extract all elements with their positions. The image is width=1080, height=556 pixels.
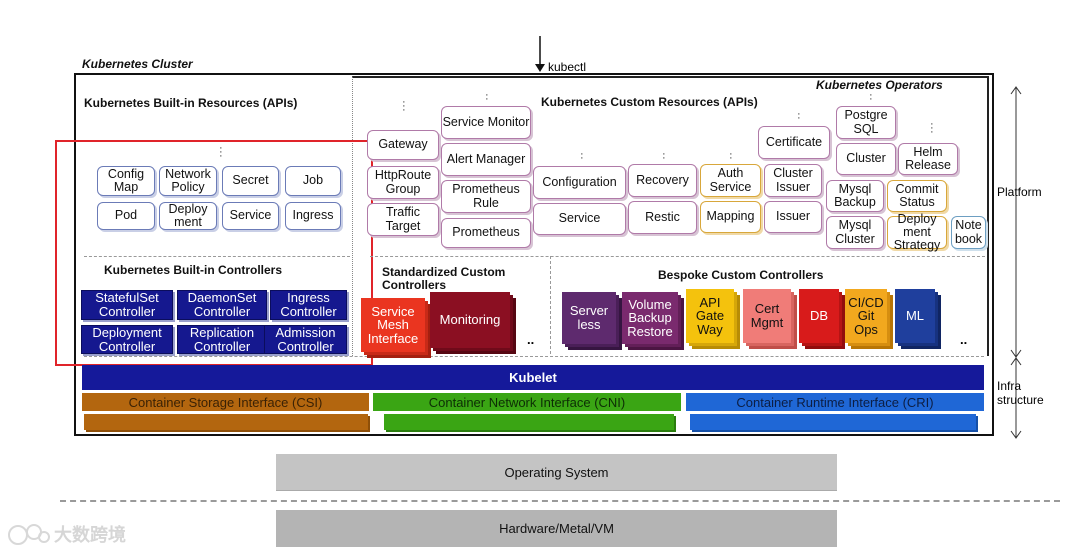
controllers-vdivider — [550, 256, 551, 354]
service-monitor-box: Service Monitor — [441, 106, 531, 139]
dots-3: ·· — [580, 148, 584, 164]
statefulset-controller: StatefulSet Controller — [81, 290, 173, 320]
highlight-box — [55, 140, 373, 366]
auth-service-box: Auth Service — [700, 164, 761, 197]
prometheus-box: Prometheus — [441, 218, 531, 248]
csi-bar: Container Storage Interface (CSI) — [82, 393, 369, 411]
kubectl-arrow-icon — [535, 36, 545, 72]
cni-bar: Container Network Interface (CNI) — [373, 393, 681, 411]
dots-5: ·· — [729, 148, 733, 164]
pod-box: Pod — [97, 202, 155, 230]
issuer-box: Issuer — [764, 201, 822, 233]
builtin-resources-title: Kubernetes Built-in Resources (APIs) — [84, 96, 298, 110]
custom-service-box: Service — [533, 203, 626, 235]
cert-mgmt-stack: Cert Mgmt — [743, 289, 791, 343]
config-map-box: Config Map — [97, 166, 155, 196]
mysql-cluster-box: Mysql Cluster — [826, 216, 884, 249]
daemonset-controller: DaemonSet Controller — [177, 290, 267, 320]
hardware-divider — [60, 500, 1060, 502]
mysql-backup-box: Mysql Backup — [826, 180, 884, 212]
api-gateway-stack: API Gate Way — [686, 289, 734, 343]
monitoring-stack: Monitoring — [430, 292, 510, 348]
cluster-issuer-box: Cluster Issuer — [764, 164, 822, 197]
builtin-dots: ··· — [219, 142, 223, 162]
network-policy-box: Network Policy — [159, 166, 217, 196]
builtin-controllers-title: Kubernetes Built-in Controllers — [104, 263, 283, 277]
service-box: Service — [222, 202, 279, 230]
bespoke-title: Bespoke Custom Controllers — [658, 268, 824, 282]
resources-divider — [84, 256, 350, 257]
dots-8: ··· — [930, 118, 934, 138]
watermark-logo-icon — [8, 524, 50, 545]
deployment-strategy-box: Deploy ment Strategy — [887, 212, 947, 252]
serverless-stack: Server less — [562, 292, 616, 344]
commit-status-box: Commit Status — [887, 180, 947, 212]
infra-label: Infra structure — [997, 379, 1044, 407]
kubectl-label: kubectl — [548, 60, 587, 74]
cluster-box: Cluster — [836, 143, 896, 175]
kubelet-bar: Kubelet — [82, 365, 984, 390]
operating-system-bar: Operating System — [276, 454, 837, 491]
csi-stack — [84, 414, 368, 430]
httproute-group-box: HttpRoute Group — [367, 166, 439, 199]
kubelet-divider — [84, 356, 984, 357]
recovery-box: Recovery — [628, 164, 697, 197]
restic-box: Restic — [628, 201, 697, 234]
deployment-box: Deploy ment — [159, 202, 217, 230]
ingress-box: Ingress — [285, 202, 341, 230]
cni-stack — [384, 414, 674, 430]
dots-6: ·· — [797, 108, 801, 124]
secret-box: Secret — [222, 166, 279, 196]
standardized-title: Standardized Custom Controllers — [382, 265, 506, 293]
standardized-ellipsis: .. — [527, 332, 535, 347]
gateway-box: Gateway — [367, 130, 439, 160]
dots-2: ·· — [485, 89, 489, 105]
operators-title: Kubernetes Operators — [816, 78, 943, 92]
platform-arrow-icon — [1010, 86, 1022, 439]
operators-frame — [352, 76, 989, 356]
notebook-box: Note book — [951, 216, 986, 249]
cri-stack — [690, 414, 976, 430]
custom-resources-title: Kubernetes Custom Resources (APIs) — [541, 95, 758, 109]
service-mesh-stack: Service Mesh Interface — [361, 298, 425, 352]
dots-1: ··· — [402, 96, 406, 116]
bespoke-ellipsis: .. — [960, 332, 968, 347]
alert-manager-box: Alert Manager — [441, 143, 531, 176]
certificate-box: Certificate — [758, 126, 830, 159]
dots-7: ·· — [869, 89, 873, 105]
helm-release-box: Helm Release — [898, 143, 958, 175]
cluster-frame — [74, 73, 994, 436]
cicd-stack: CI/CD Git Ops — [845, 289, 887, 343]
volume-backup-stack: Volume Backup Restore — [622, 292, 678, 344]
deployment-controller: Deployment Controller — [81, 325, 173, 354]
admission-controller: Admission Controller — [264, 325, 347, 354]
controllers-divider — [370, 256, 985, 257]
ingress-controller: Ingress Controller — [270, 290, 347, 320]
cluster-title: Kubernetes Cluster — [82, 57, 193, 71]
postgresql-box: Postgre SQL — [836, 106, 896, 139]
dots-4: ·· — [662, 148, 666, 164]
mapping-box: Mapping — [700, 201, 761, 233]
hardware-bar: Hardware/Metal/VM — [276, 510, 837, 547]
platform-label: Platform — [997, 185, 1042, 199]
job-box: Job — [285, 166, 341, 196]
watermark-text: 大数跨境 — [54, 525, 126, 545]
replication-controller: Replication Controller — [177, 325, 267, 354]
prometheus-rule-box: Prometheus Rule — [441, 180, 531, 213]
db-stack: DB — [799, 289, 839, 343]
cri-bar: Container Runtime Interface (CRI) — [686, 393, 984, 411]
configuration-box: Configuration — [533, 166, 626, 199]
traffic-target-box: Traffic Target — [367, 203, 439, 236]
ml-stack: ML — [895, 289, 935, 343]
